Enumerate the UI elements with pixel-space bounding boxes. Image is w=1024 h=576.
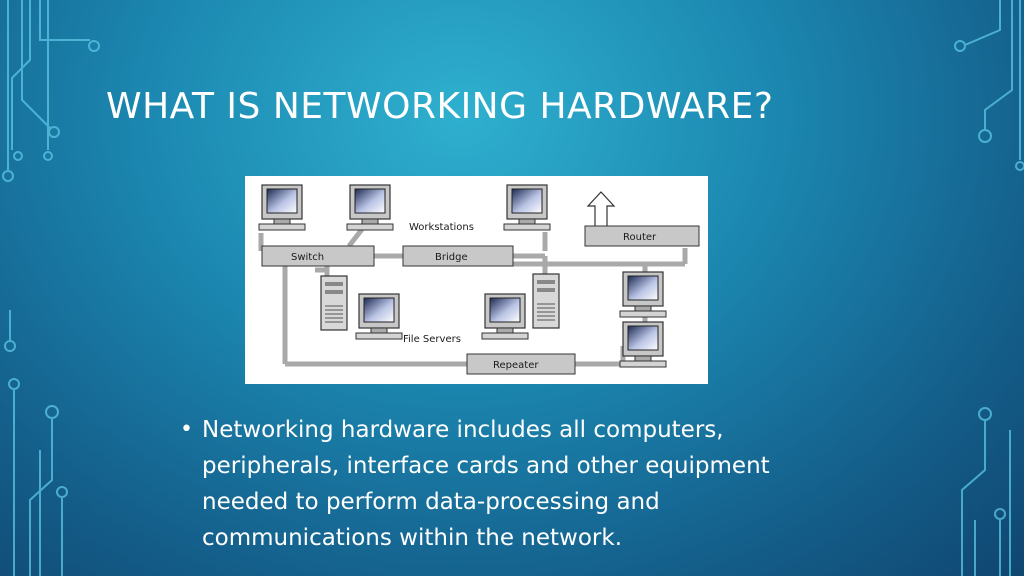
network-diagram: Workstations Switch Bridge Router File S…	[245, 176, 708, 384]
label-bridge: Bridge	[435, 252, 468, 263]
label-router: Router	[623, 232, 657, 243]
label-switch: Switch	[291, 252, 324, 263]
bullet-text: Networking hardware includes all compute…	[202, 417, 770, 551]
bullet-dot-icon: •	[180, 417, 193, 442]
label-repeater: Repeater	[493, 360, 539, 371]
label-workstations: Workstations	[409, 222, 474, 233]
slide-title: What is Networking Hardware?	[106, 86, 774, 127]
bullet-item: • Networking hardware includes all compu…	[180, 412, 820, 556]
bullet-list: • Networking hardware includes all compu…	[180, 412, 820, 556]
label-file-servers: File Servers	[403, 334, 461, 345]
